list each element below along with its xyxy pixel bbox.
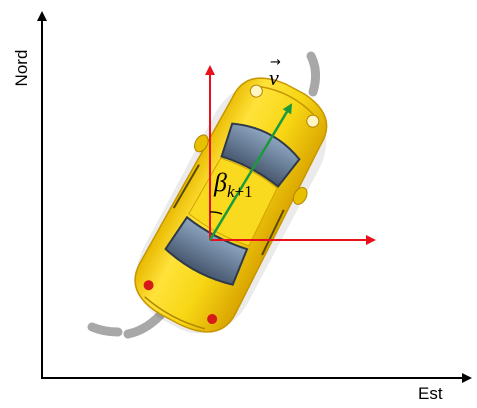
vector-arrow-icon: → <box>270 55 281 70</box>
car-tail-light-right <box>207 314 218 325</box>
road-dash-bottom-left <box>87 322 123 337</box>
car-tail-light-left <box>143 280 154 291</box>
angle-subscript: k+1 <box>227 182 253 201</box>
angle-subscript-rest: +1 <box>234 182 253 201</box>
axes <box>37 11 472 383</box>
velocity-vector <box>208 103 293 241</box>
angle-symbol: β <box>214 168 227 197</box>
angle-subscript-k: k <box>226 182 235 201</box>
east-axis-label: Est <box>418 384 443 403</box>
car-rear-window <box>164 215 249 286</box>
road-dash-top <box>306 51 321 97</box>
heading-angle-label: βk+1 <box>214 170 253 205</box>
velocity-label: v <box>269 67 279 89</box>
heading-angle-arc <box>209 211 223 215</box>
north-axis-label: Nord <box>12 49 31 87</box>
reference-frame <box>205 65 376 245</box>
velocity-symbol: v <box>269 65 279 90</box>
